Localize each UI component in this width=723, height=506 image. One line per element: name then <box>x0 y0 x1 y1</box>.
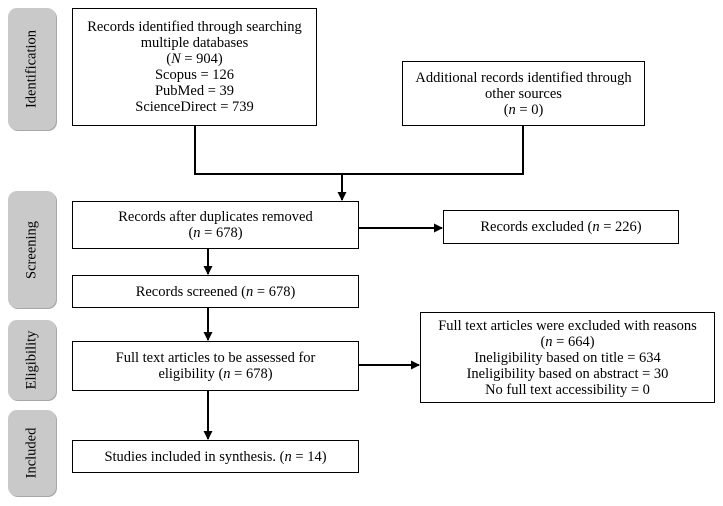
additional-line1: Additional records identified through <box>415 69 632 86</box>
records-screened-text: Records screened (n = 678) <box>135 283 296 300</box>
full-text-assessed-line2: eligibility (n = 678) <box>158 366 273 382</box>
full-text-excluded-count: (n = 664) <box>540 333 595 350</box>
databases-total: (N = 904) <box>166 51 223 67</box>
databases-total-value: = 904) <box>180 51 223 67</box>
additional-count: (n = 0) <box>503 101 544 118</box>
duplicates-count: (n = 678) <box>188 225 243 241</box>
box-records-screened: Records screened (n = 678) <box>72 275 359 308</box>
full-text-assessed-line1: Full text articles to be assessed for <box>115 350 316 366</box>
box-records-excluded: Records excluded (n = 226) <box>443 210 679 244</box>
databases-pubmed: PubMed = 39 <box>154 83 235 99</box>
box-databases: Records identified through searching mul… <box>72 8 317 126</box>
full-text-excluded-title: Ineligibility based on title = 634 <box>474 349 661 366</box>
box-full-text-excluded: Full text articles were excluded with re… <box>420 312 715 403</box>
box-duplicates-removed: Records after duplicates removed (n = 67… <box>72 201 359 249</box>
phase-eligibility: Eligibility <box>8 320 56 400</box>
databases-line2: multiple databases <box>140 35 249 51</box>
box-included-synthesis: Studies included in synthesis. (n = 14) <box>72 440 359 473</box>
records-excluded-text: Records excluded (n = 226) <box>480 219 642 235</box>
phase-included: Included <box>8 410 56 496</box>
full-text-excluded-abstract: Ineligibility based on abstract = 30 <box>466 365 669 382</box>
box-additional-sources: Additional records identified through ot… <box>402 61 645 126</box>
full-text-excluded-line1: Full text articles were excluded with re… <box>438 317 697 334</box>
box-full-text-assessed: Full text articles to be assessed for el… <box>72 341 359 391</box>
databases-scopus: Scopus = 126 <box>154 67 235 83</box>
included-synthesis-text: Studies included in synthesis. (n = 14) <box>104 448 327 465</box>
databases-line1: Records identified through searching <box>87 19 302 35</box>
additional-line2: other sources <box>485 85 562 102</box>
full-text-excluded-access: No full text accessibility = 0 <box>485 381 650 398</box>
databases-sciencedirect: ScienceDirect = 739 <box>135 99 254 115</box>
phase-screening: Screening <box>8 191 56 308</box>
duplicates-line1: Records after duplicates removed <box>118 209 313 225</box>
phase-identification: Identification <box>8 8 56 130</box>
databases-total-var: N <box>171 51 181 67</box>
